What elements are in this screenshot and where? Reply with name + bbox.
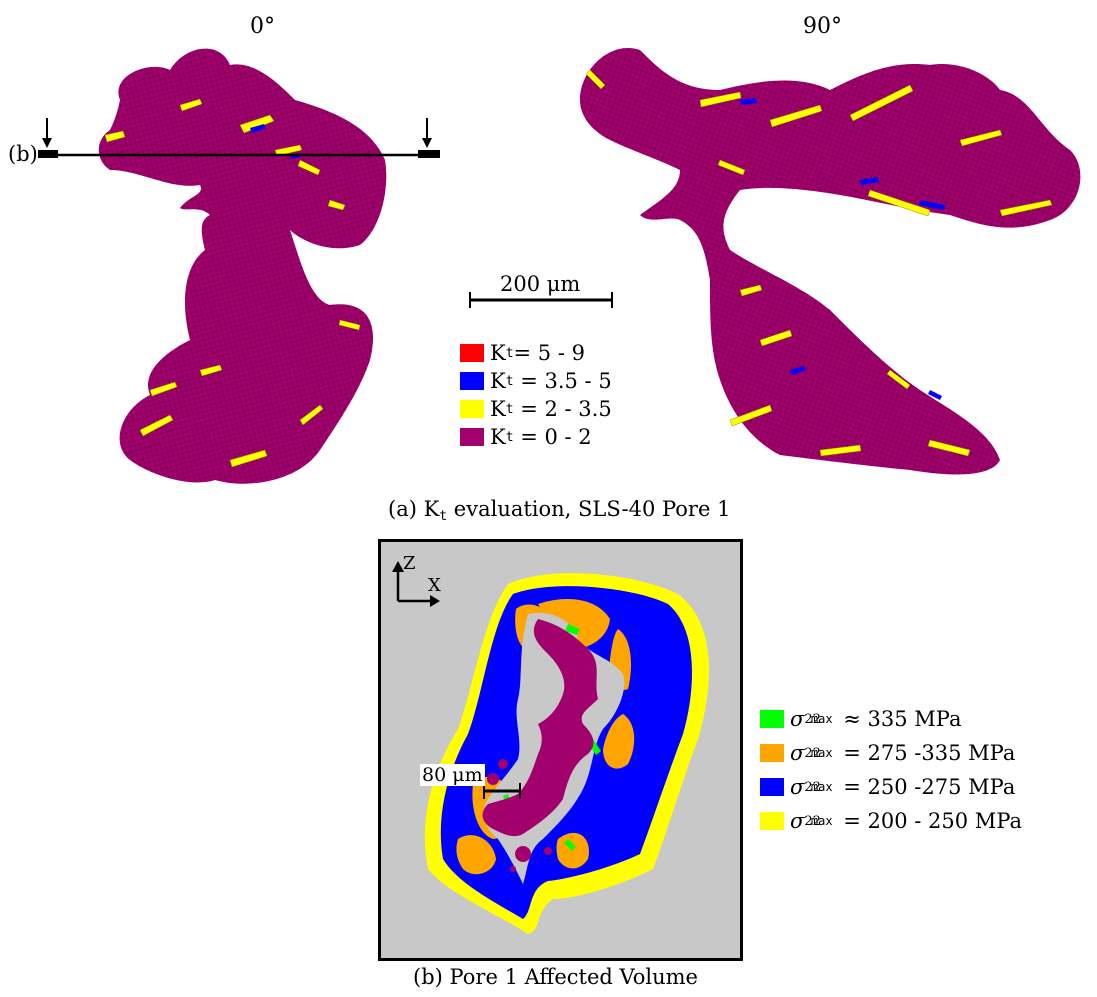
swatch-green (760, 710, 784, 728)
legend-value: = 200 - 250 MPa (836, 809, 1023, 833)
view-label-0deg: 0° (250, 14, 275, 39)
legend-value: = 3.5 - 5 (513, 369, 612, 393)
legend-sigma: σ (790, 741, 805, 765)
legend-label: K (490, 341, 506, 365)
legend-sigma: σ (790, 707, 805, 731)
legend-sup: max (810, 780, 833, 794)
affected-volume-cross-section (378, 539, 743, 961)
pore-90deg-render (580, 48, 1081, 475)
swatch-blue (760, 778, 784, 796)
scale-bar-label-b: 80 μm (420, 764, 485, 786)
axis-z-label: Z (403, 553, 416, 574)
legend-value: = 2 - 3.5 (513, 397, 612, 421)
axis-x-label: X (428, 575, 441, 596)
legend-sub: 22 (804, 711, 821, 727)
legend-sub: t (505, 373, 514, 389)
caption-b: (b) Pore 1 Affected Volume (413, 965, 698, 989)
legend-sub: 22 (804, 779, 821, 795)
legend-sup: max (810, 712, 833, 726)
caption-a: (a) Kt evaluation, SLS-40 Pore 1 (388, 497, 730, 524)
section-marker-label: (b) (8, 142, 38, 166)
legend-label: K (490, 425, 506, 449)
swatch-blue (460, 372, 484, 390)
legend-sub: 22 (804, 813, 821, 829)
pore-0deg-render (98, 48, 387, 484)
swatch-red (460, 344, 484, 362)
legend-sigma: σ (790, 809, 805, 833)
caption-a-prefix: (a) K (388, 497, 440, 521)
caption-a-suffix: evaluation, SLS-40 Pore 1 (447, 497, 731, 521)
legend-label: K (490, 369, 506, 393)
legend-label: K (490, 397, 506, 421)
swatch-orange (760, 744, 784, 762)
legend-value: = 275 -335 MPa (836, 741, 1016, 765)
legend-sub: 22 (804, 745, 821, 761)
swatch-yellow (760, 812, 784, 830)
legend-sup: max (810, 746, 833, 760)
view-label-90deg: 90° (803, 14, 842, 39)
legend-value: = 0 - 2 (513, 425, 592, 449)
caption-a-sub: t (439, 509, 448, 524)
swatch-purple (460, 428, 484, 446)
legend-sub: t (505, 429, 514, 445)
legend-sigma: σ (790, 775, 805, 799)
legend-sub: t (505, 345, 514, 361)
scale-bar-a (469, 292, 613, 308)
legend-sub: t (505, 401, 514, 417)
section-line (38, 118, 440, 158)
legend-value: = 250 -275 MPa (836, 775, 1016, 799)
legend-value: ≈ 335 MPa (836, 707, 962, 731)
legend-value: = 5 - 9 (513, 341, 585, 365)
swatch-yellow (460, 400, 484, 418)
legend-sup: max (810, 814, 833, 828)
scale-bar-label-a: 200 μm (500, 272, 581, 296)
